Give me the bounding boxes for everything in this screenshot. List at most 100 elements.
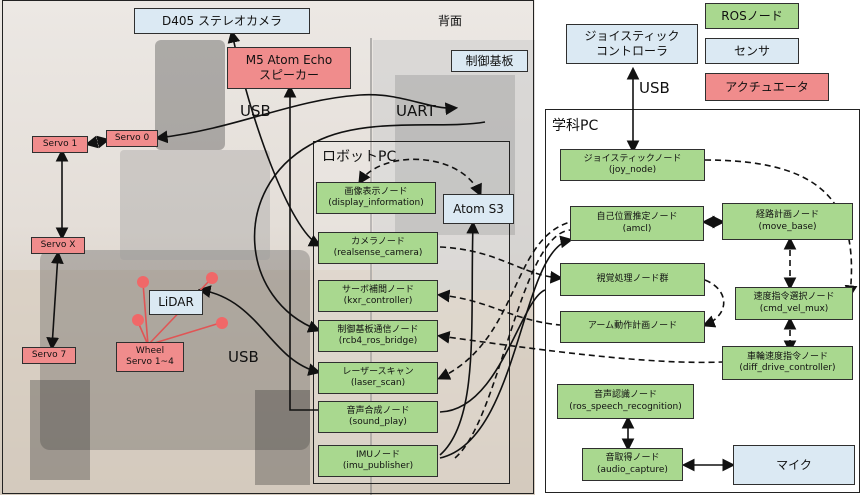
speech-recognition-node: 音声認識ノード (ros_speech_recognition): [557, 384, 694, 419]
servox-actuator: Servo X: [31, 237, 85, 254]
dash-kxr-arm: [436, 289, 561, 326]
display-information-node: 画像表示ノード (display_information): [316, 182, 436, 214]
imu-publisher-node: IMUノード (imu_publisher): [318, 445, 438, 477]
joystick-sensor: ジョイスティック コントローラ: [566, 24, 698, 64]
wheel-label-2: Servo 1~4: [126, 357, 174, 367]
node-name: レーザースキャン: [342, 366, 414, 377]
node-name: 視覚処理ノード群: [596, 273, 669, 284]
amcl-node: 自己位置推定ノード (amcl): [570, 206, 704, 241]
node-id: (amcl): [622, 223, 652, 234]
rcb4-ros-bridge-node: 制御基板通信ノード (rcb4_ros_bridge): [318, 320, 438, 352]
node-name: IMUノード: [355, 449, 400, 460]
node-id: (sound_play): [349, 417, 407, 427]
joystick-label-1: ジョイスティック: [584, 29, 680, 43]
node-id: (laser_scan): [350, 378, 406, 388]
usb-label-joystick: USB: [639, 79, 670, 97]
robot-pc-title: ロボットPC: [322, 149, 397, 165]
line-speaker-sound: [283, 84, 318, 411]
uart-label: UART: [396, 102, 436, 120]
photo-frame: [2, 0, 534, 494]
node-id: (display_information): [328, 198, 424, 208]
usb-label-lidar: USB: [228, 348, 259, 366]
line-servo0-servo1: [84, 135, 111, 149]
laser-scan-node: レーザースキャン (laser_scan): [318, 362, 438, 394]
legend-ros-node: ROSノード: [705, 3, 799, 29]
legend-sensor: センサ: [705, 38, 799, 64]
node-name: ジョイスティックノード: [583, 153, 682, 164]
dash-display-atom: [358, 158, 482, 197]
servo1-actuator: Servo 1: [32, 136, 88, 153]
servo0-actuator: Servo 0: [106, 130, 158, 147]
wheel-label-1: Wheel: [135, 345, 165, 356]
node-id: (joy_node): [608, 165, 657, 175]
node-name: 音声認識ノード: [593, 390, 657, 401]
photo-divider: [370, 38, 372, 495]
joy-node: ジョイスティックノード (joy_node): [560, 149, 705, 181]
d405-camera-sensor: D405 ステレオカメラ: [134, 8, 310, 34]
dash-joy-cmdvel: [704, 159, 858, 299]
sound-play-node: 音声合成ノード (sound_play): [318, 401, 438, 433]
d405-label: D405 ステレオカメラ: [162, 13, 282, 28]
speaker-label-1: M5 Atom Echo: [245, 53, 333, 67]
school-pc-frame: [545, 109, 860, 493]
servo7-label: Servo 7: [31, 349, 67, 360]
move-base-node: 経路計画ノード (move_base): [722, 203, 853, 240]
node-id: (diff_drive_controller): [739, 363, 836, 373]
audio-capture-node: 音取得ノード (audio_capture): [582, 448, 683, 481]
node-name: 車輪速度指令ノード: [746, 351, 828, 362]
mic-label: マイク: [776, 457, 812, 472]
dash-rcb4-diff: [436, 330, 723, 364]
control-board-sensor: 制御基板: [451, 50, 528, 72]
usb-label-camera: USB: [240, 102, 271, 120]
line-servo0-board: [154, 93, 459, 144]
line-sound-speechrec: [439, 289, 546, 413]
diff-drive-controller-node: 車輪速度指令ノード (diff_drive_controller): [722, 346, 853, 380]
node-id: (kxr_controller): [343, 296, 413, 306]
servo1-label: Servo 1: [42, 138, 78, 149]
realsense-camera-node: カメラノード (realsense_camera): [318, 232, 438, 264]
node-name: サーボ補間ノード: [341, 284, 414, 295]
node-name: 音取得ノード: [605, 453, 660, 464]
back-label: 背面: [438, 14, 463, 28]
node-name: アーム動作計画ノード: [587, 321, 678, 332]
joystick-label-2: コントローラ: [595, 44, 668, 58]
node-id: (realsense_camera): [333, 248, 423, 258]
node-id: (ros_speech_recognition): [569, 401, 682, 412]
atom-s3-label: Atom S3: [453, 201, 504, 216]
arm-planning-node: アーム動作計画ノード: [560, 311, 705, 343]
node-name: 画像表示ノード: [344, 186, 408, 197]
node-id: (cmd_vel_mux): [759, 303, 829, 314]
legend-sensor-label: センサ: [733, 43, 770, 58]
speaker-actuator: M5 Atom Echo スピーカー: [227, 47, 351, 89]
node-name: 制御基板通信ノード: [337, 324, 419, 335]
mic-sensor: マイク: [733, 445, 855, 485]
lidar-label: LiDAR: [158, 295, 194, 309]
line-atom-imu: [439, 220, 480, 456]
school-pc-title: 学科PC: [552, 118, 599, 134]
node-name: 速度指令選択ノード: [753, 292, 835, 303]
node-name: 自己位置推定ノード: [596, 212, 678, 223]
node-id: (rcb4_ros_bridge): [338, 336, 418, 346]
wheel-servo-actuator: Wheel Servo 1~4: [116, 342, 184, 372]
node-id: (move_base): [758, 221, 817, 232]
dash-vision-arm: [702, 279, 725, 328]
node-name: 音声合成ノード: [346, 405, 410, 416]
dash-laser-amcl: [437, 221, 571, 380]
control-board-label: 制御基板: [465, 53, 514, 68]
robot-leg-left: [30, 380, 90, 480]
node-name: 経路計画ノード: [755, 210, 819, 221]
line-imu-school: [439, 235, 574, 459]
servo0-label: Servo 0: [114, 132, 150, 143]
atom-s3-sensor: Atom S3: [443, 194, 514, 224]
robot-leg-right: [255, 390, 310, 485]
node-id: (audio_capture): [597, 464, 668, 475]
legend-actuator-label: アクチュエータ: [725, 79, 809, 94]
legend-ros-node-label: ROSノード: [721, 8, 783, 23]
lidar-sensor: LiDAR: [149, 290, 203, 315]
servo7-actuator: Servo 7: [22, 347, 76, 364]
node-name: カメラノード: [351, 236, 405, 247]
dash-camera-vision: [439, 246, 564, 284]
cmd-vel-mux-node: 速度指令選択ノード (cmd_vel_mux): [735, 287, 853, 320]
servox-label: Servo X: [40, 239, 76, 250]
